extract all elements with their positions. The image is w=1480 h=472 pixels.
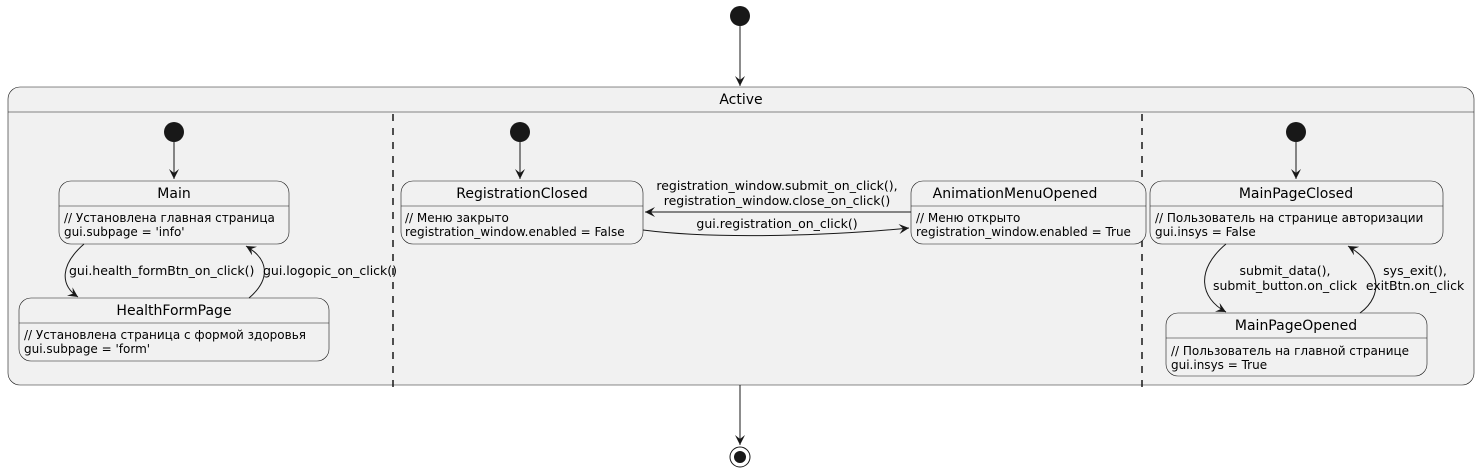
label-opened-to-closed-1: sys_exit(), — [1383, 263, 1447, 278]
arrow-health-to-main — [245, 245, 265, 299]
state-regclosed-title: RegistrationClosed — [456, 186, 587, 202]
state-animopen-desc-2: registration_window.enabled = True — [916, 225, 1131, 239]
label-reg-to-anim: gui.registration_on_click() — [696, 216, 857, 231]
composite-title: Active — [719, 92, 762, 108]
state-main-page-closed: MainPageClosed // Пользователь на страни… — [1149, 180, 1444, 245]
state-mpopened-desc-1: // Пользователь на главной странице — [1171, 344, 1409, 358]
state-main-title: Main — [157, 186, 190, 202]
state-animopen-title: AnimationMenuOpened — [933, 186, 1098, 202]
label-opened-to-closed-2: exitBtn.on_click — [1366, 278, 1465, 293]
arrow-closed-to-opened — [1204, 243, 1227, 313]
arrow-reg-to-anim — [642, 224, 910, 237]
state-main: Main // Установлена главная страница gui… — [58, 180, 290, 245]
state-regclosed-desc-2: registration_window.enabled = False — [405, 225, 625, 239]
state-mpopened-desc-2: gui.insys = True — [1171, 358, 1267, 372]
state-main-page-opened: MainPageOpened // Пользователь на главно… — [1165, 312, 1428, 377]
state-health-desc-1: // Установлена страница с формой здоровь… — [24, 328, 306, 342]
initial-state-region-2 — [510, 122, 530, 142]
label-health-to-main: gui.logopic_on_click() — [263, 263, 397, 278]
arrow-opened-to-closed — [1347, 245, 1377, 314]
state-health-title: HealthFormPage — [116, 303, 231, 319]
label-main-to-health: gui.health_formBtn_on_click() — [69, 263, 254, 278]
label-anim-to-reg-1: registration_window.submit_on_click(), — [656, 178, 897, 193]
initial-state-region-3 — [1286, 122, 1306, 142]
arrow-main-to-health — [64, 243, 85, 298]
initial-state — [730, 6, 750, 26]
label-closed-to-opened-2: submit_button.on_click — [1213, 278, 1358, 293]
state-mpclosed-desc-2: gui.insys = False — [1155, 225, 1256, 239]
state-mpclosed-title: MainPageClosed — [1239, 186, 1353, 202]
state-main-desc-2: gui.subpage = 'info' — [64, 225, 185, 239]
state-animopen-desc-1: // Меню открыто — [916, 211, 1020, 225]
state-regclosed-desc-1: // Меню закрыто — [405, 211, 509, 225]
state-registration-closed: RegistrationClosed // Меню закрыто regis… — [400, 180, 644, 245]
state-mpopened-title: MainPageOpened — [1235, 318, 1357, 334]
state-mpclosed-desc-1: // Пользователь на странице авторизации — [1155, 211, 1423, 225]
label-closed-to-opened-1: submit_data(), — [1239, 263, 1330, 278]
final-state — [729, 446, 751, 468]
state-health-form-page: HealthFormPage // Установлена страница с… — [18, 297, 330, 362]
state-main-desc-1: // Установлена главная страница — [64, 211, 275, 225]
label-anim-to-reg-2: registration_window.close_on_click() — [664, 193, 891, 208]
state-animation-menu-opened: AnimationMenuOpened // Меню открыто regi… — [910, 180, 1147, 245]
state-health-desc-2: gui.subpage = 'form' — [24, 342, 150, 356]
initial-state-region-1 — [164, 122, 184, 142]
